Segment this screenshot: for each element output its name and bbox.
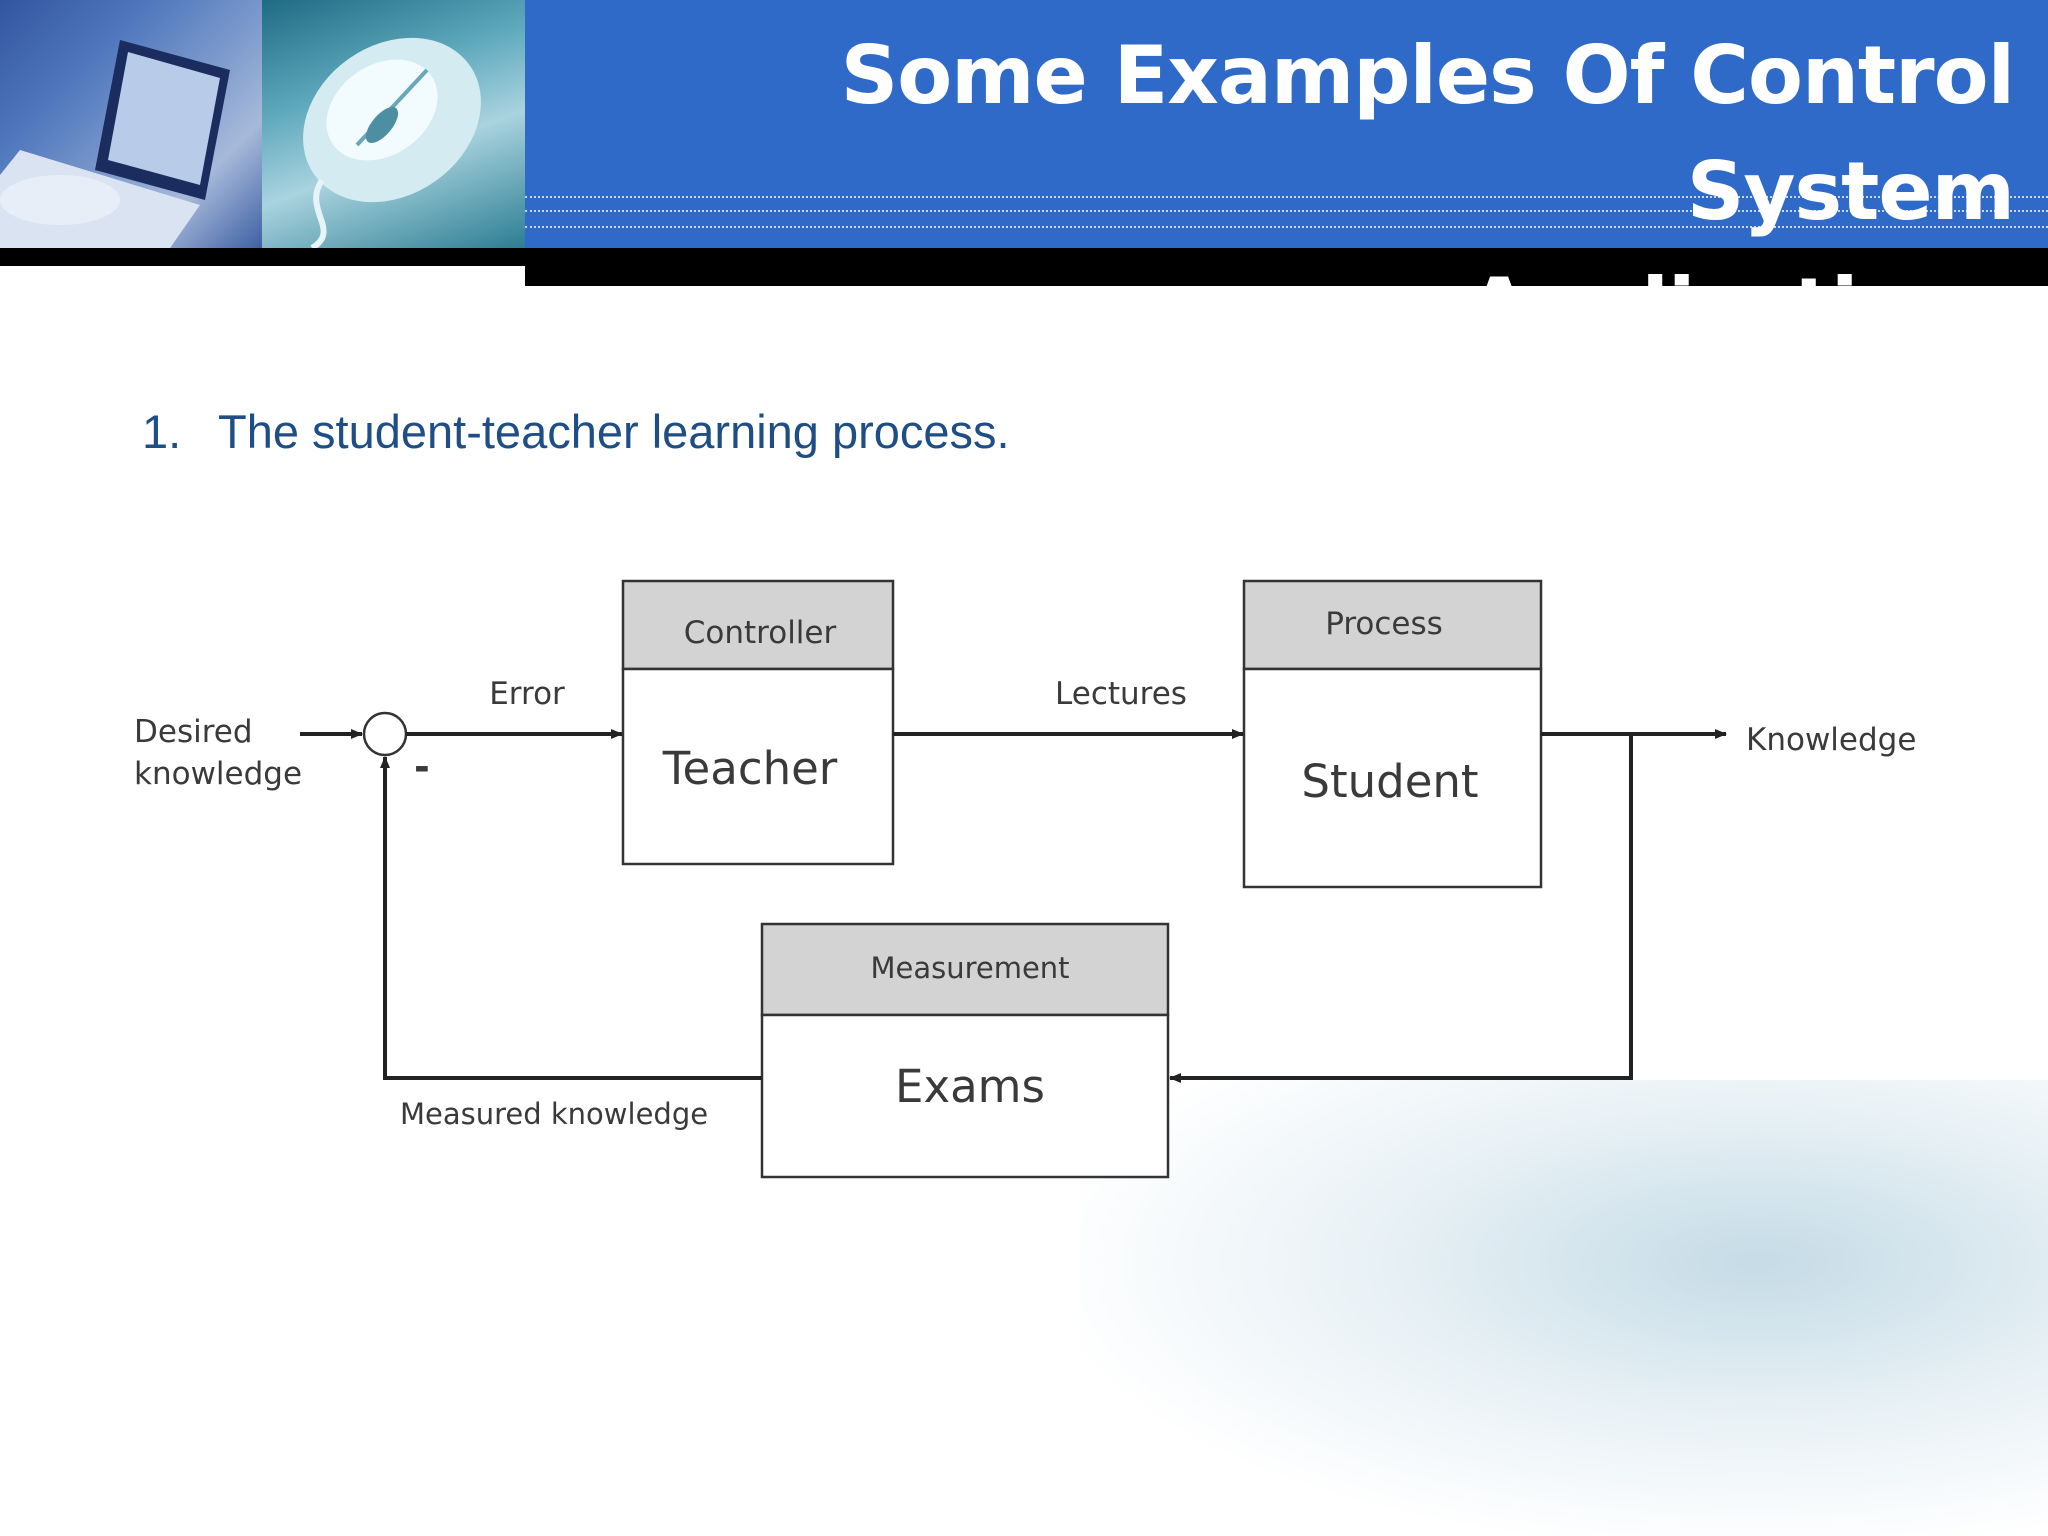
input-label-line2: knowledge [134,756,302,792]
banner-dotted-line [525,196,2048,198]
slide-title-line2: Applications [1468,261,2015,354]
bullet-number: 1. [142,405,182,458]
input-label-line1: Desired [134,714,253,750]
banner-dotted-line [525,210,2048,212]
measurement-block: Measurement Exams [760,922,1170,1179]
process-block: Process Student [1242,579,1543,889]
feedback-label: Measured knowledge [400,1097,708,1131]
slide-title-line1: Some Examples Of Control System [840,29,2015,238]
lectures-label: Lectures [1055,676,1187,712]
process-body: Student [1301,755,1478,808]
header-left-underline [0,248,525,266]
signal-lines [300,729,1727,1083]
measurement-header: Measurement [870,951,1069,985]
process-header: Process [1325,606,1443,642]
mouse-photo [262,0,525,248]
summing-junction [362,711,408,757]
controller-header: Controller [684,615,837,651]
feedback-to-measurement-arrow [1169,734,1633,1083]
controller-block: Controller Teacher [621,579,895,866]
bullet-text: The student-teacher learning process. [218,405,1010,458]
error-label: Error [489,676,565,712]
feedback-to-junction-arrow [380,756,762,1080]
minus-sign: - [414,745,430,789]
controller-body: Teacher [662,742,838,795]
laptop-photo [0,0,262,248]
banner-dotted-line [525,226,2048,228]
background-watermark [1080,1080,2048,1536]
output-label: Knowledge [1746,722,1916,758]
bullet-item: 1. The student-teacher learning process. [142,404,1010,459]
title-banner-underline [525,248,2048,286]
title-banner [525,0,2048,248]
slide-title: Some Examples Of Control System Applicat… [564,18,2015,366]
measurement-body: Exams [895,1060,1045,1113]
